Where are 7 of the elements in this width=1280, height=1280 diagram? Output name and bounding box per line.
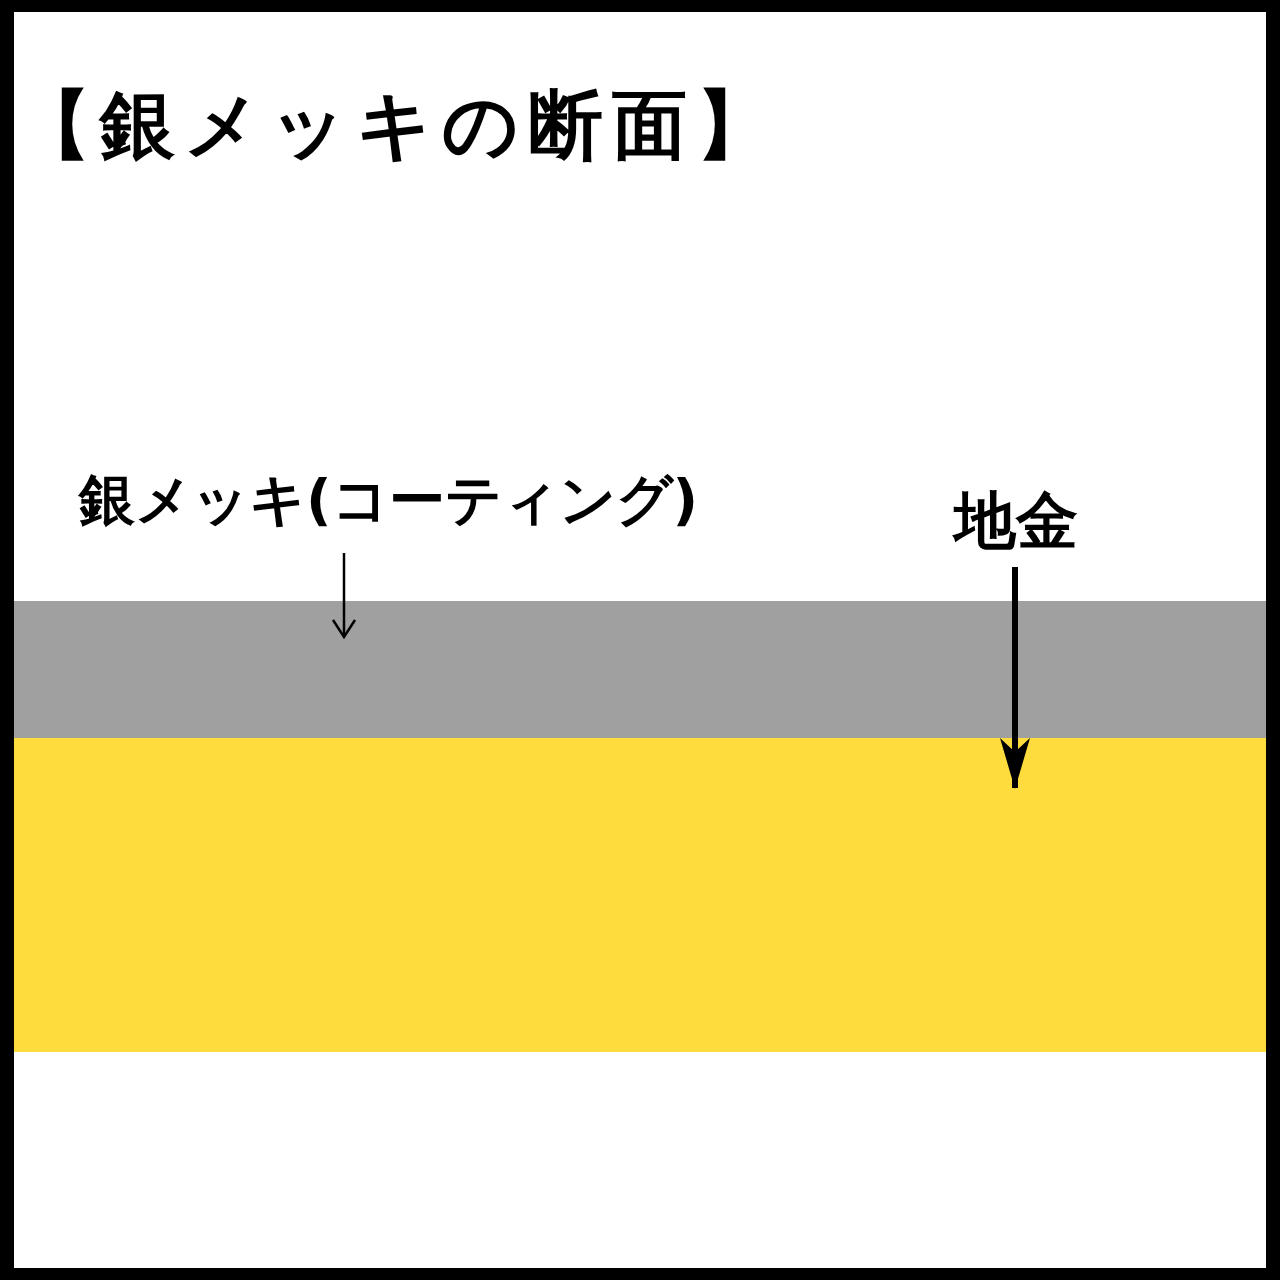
leader-arrow — [1000, 567, 1030, 789]
layer-label: 銀メッキ(コーティング) — [79, 472, 699, 528]
leader-arrow — [331, 553, 357, 639]
diagram-title: 【銀メッキの断面】 — [16, 88, 780, 163]
base-metal-layer — [14, 738, 1266, 1052]
layer-label: 地金 — [954, 490, 1078, 552]
plating-layer — [14, 601, 1266, 738]
